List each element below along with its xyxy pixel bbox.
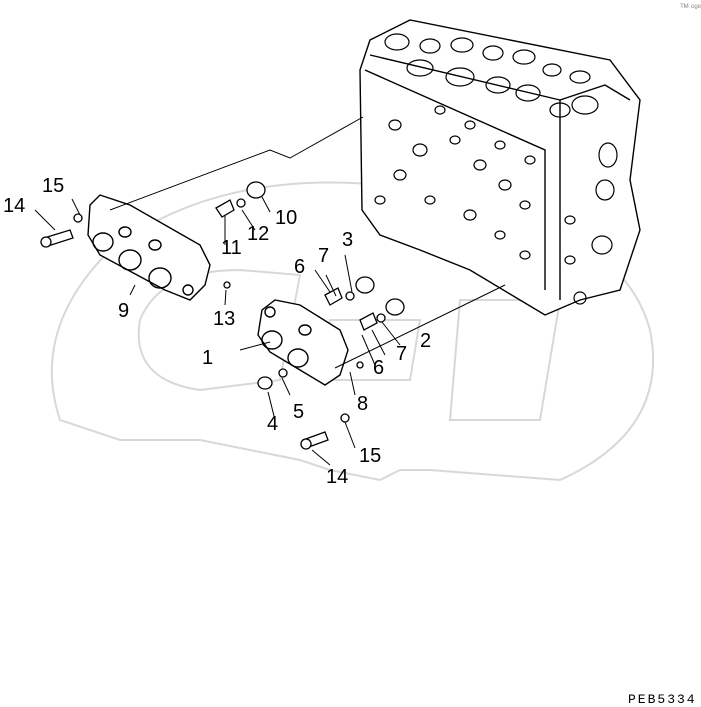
callout-11: 11 (221, 237, 242, 259)
callout-12: 12 (247, 223, 269, 245)
callout-15-lower: 15 (359, 445, 381, 467)
callout-15-left: 15 (42, 175, 64, 197)
callout-6-lower: 6 (373, 357, 384, 379)
callout-7-lower: 7 (396, 343, 407, 365)
callout-2: 2 (420, 330, 431, 352)
cover-plate-1 (257, 299, 349, 386)
callout-6-upper: 6 (294, 256, 305, 278)
leader-lines (34, 116, 506, 466)
callout-13: 13 (213, 308, 235, 330)
cover-plate-9 (87, 194, 211, 301)
callout-3: 3 (342, 229, 353, 251)
callout-labels: 15 14 10 12 11 9 13 7 3 6 2 7 6 1 8 5 4 … (3, 175, 431, 488)
drawing-code: PEB5334 (628, 692, 697, 707)
callout-4: 4 (267, 413, 278, 435)
callout-8: 8 (357, 393, 368, 415)
corner-mark: ᵀᴹ ᵒᵍᵉᵉ (680, 2, 701, 12)
callout-14-left: 14 (3, 195, 25, 217)
small-parts (40, 181, 405, 450)
callout-1: 1 (202, 347, 213, 369)
callout-10: 10 (275, 207, 297, 229)
control-valve-block (359, 19, 641, 316)
callout-7-upper: 7 (318, 245, 329, 267)
callout-14-lower: 14 (326, 466, 348, 488)
callout-9: 9 (118, 300, 129, 322)
callout-5: 5 (293, 401, 304, 423)
